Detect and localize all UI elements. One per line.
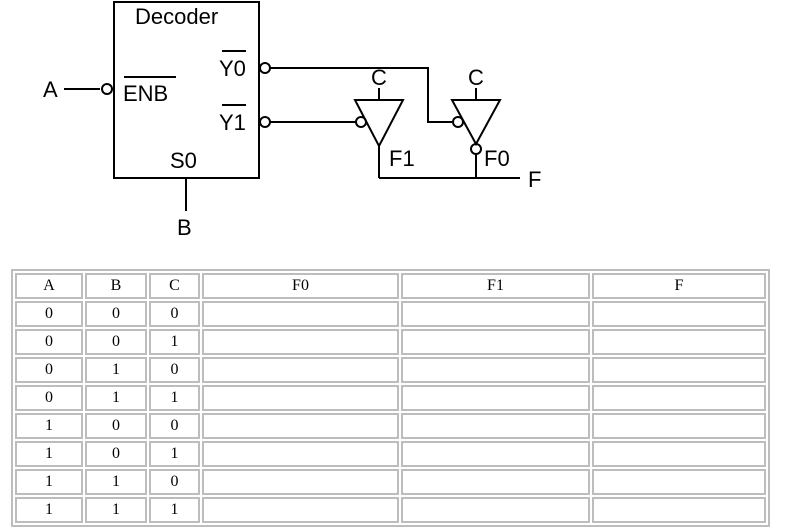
cell-f1 — [401, 441, 590, 467]
cell-a: 1 — [15, 413, 83, 439]
header-f1: F1 — [401, 273, 590, 299]
cell-f1 — [401, 469, 590, 495]
cell-f — [592, 385, 766, 411]
tristate-buffer-1 — [353, 99, 405, 149]
input-a-label: A — [43, 77, 58, 102]
header-a: A — [15, 273, 83, 299]
cell-f — [592, 413, 766, 439]
input-b-label: B — [177, 215, 192, 240]
cell-f0 — [202, 413, 399, 439]
cell-c: 1 — [149, 497, 200, 523]
decoder-circuit-diagram: Decoder Y0 Y1 ENB S0 A B C C F1 F0 F — [43, 1, 541, 240]
header-c: C — [149, 273, 200, 299]
cell-f0 — [202, 301, 399, 327]
cell-f1 — [401, 357, 590, 383]
cell-f — [592, 441, 766, 467]
cell-b: 1 — [85, 385, 147, 411]
pin-y1-label: Y1 — [219, 110, 246, 135]
cell-b: 0 — [85, 413, 147, 439]
cell-f1 — [401, 413, 590, 439]
y1-inversion-bubble — [259, 116, 271, 128]
truth-table-header-row: A B C F0 F1 F — [15, 273, 766, 299]
cell-c: 0 — [149, 469, 200, 495]
cell-f — [592, 357, 766, 383]
header-f: F — [592, 273, 766, 299]
header-b: B — [85, 273, 147, 299]
cell-a: 1 — [15, 441, 83, 467]
cell-a: 0 — [15, 301, 83, 327]
gate2-control-label: C — [468, 65, 484, 90]
cell-f — [592, 469, 766, 495]
cell-f — [592, 301, 766, 327]
gate1-control-label: C — [371, 65, 387, 90]
cell-f1 — [401, 385, 590, 411]
enb-inversion-bubble — [101, 83, 113, 95]
header-f0: F0 — [202, 273, 399, 299]
cell-f1 — [401, 301, 590, 327]
cell-f0 — [202, 385, 399, 411]
cell-a: 0 — [15, 329, 83, 355]
cell-c: 1 — [149, 441, 200, 467]
cell-b: 0 — [85, 441, 147, 467]
cell-c: 0 — [149, 357, 200, 383]
cell-b: 1 — [85, 469, 147, 495]
cell-a: 1 — [15, 469, 83, 495]
y0-inversion-bubble — [259, 62, 271, 74]
pin-s0-label: S0 — [170, 148, 197, 173]
gate2-output-label: F0 — [484, 146, 510, 171]
cell-f0 — [202, 469, 399, 495]
pin-enb-label: ENB — [123, 81, 168, 106]
tristate-buffer-2 — [450, 99, 502, 147]
cell-b: 1 — [85, 357, 147, 383]
cell-c: 1 — [149, 329, 200, 355]
cell-f0 — [202, 441, 399, 467]
cell-f1 — [401, 497, 590, 523]
cell-c: 0 — [149, 301, 200, 327]
decoder-title: Decoder — [135, 4, 218, 29]
cell-f0 — [202, 497, 399, 523]
cell-c: 1 — [149, 385, 200, 411]
cell-a: 0 — [15, 385, 83, 411]
cell-f0 — [202, 357, 399, 383]
cell-f — [592, 329, 766, 355]
pin-y0-label: Y0 — [219, 56, 246, 81]
cell-a: 0 — [15, 357, 83, 383]
gate1-output-label: F1 — [389, 146, 415, 171]
output-f-label: F — [528, 167, 541, 192]
cell-f0 — [202, 329, 399, 355]
cell-b: 1 — [85, 497, 147, 523]
cell-f — [592, 497, 766, 523]
wire-y0 — [270, 67, 452, 123]
cell-b: 0 — [85, 301, 147, 327]
cell-a: 1 — [15, 497, 83, 523]
cell-f1 — [401, 329, 590, 355]
cell-b: 0 — [85, 329, 147, 355]
cell-c: 0 — [149, 413, 200, 439]
